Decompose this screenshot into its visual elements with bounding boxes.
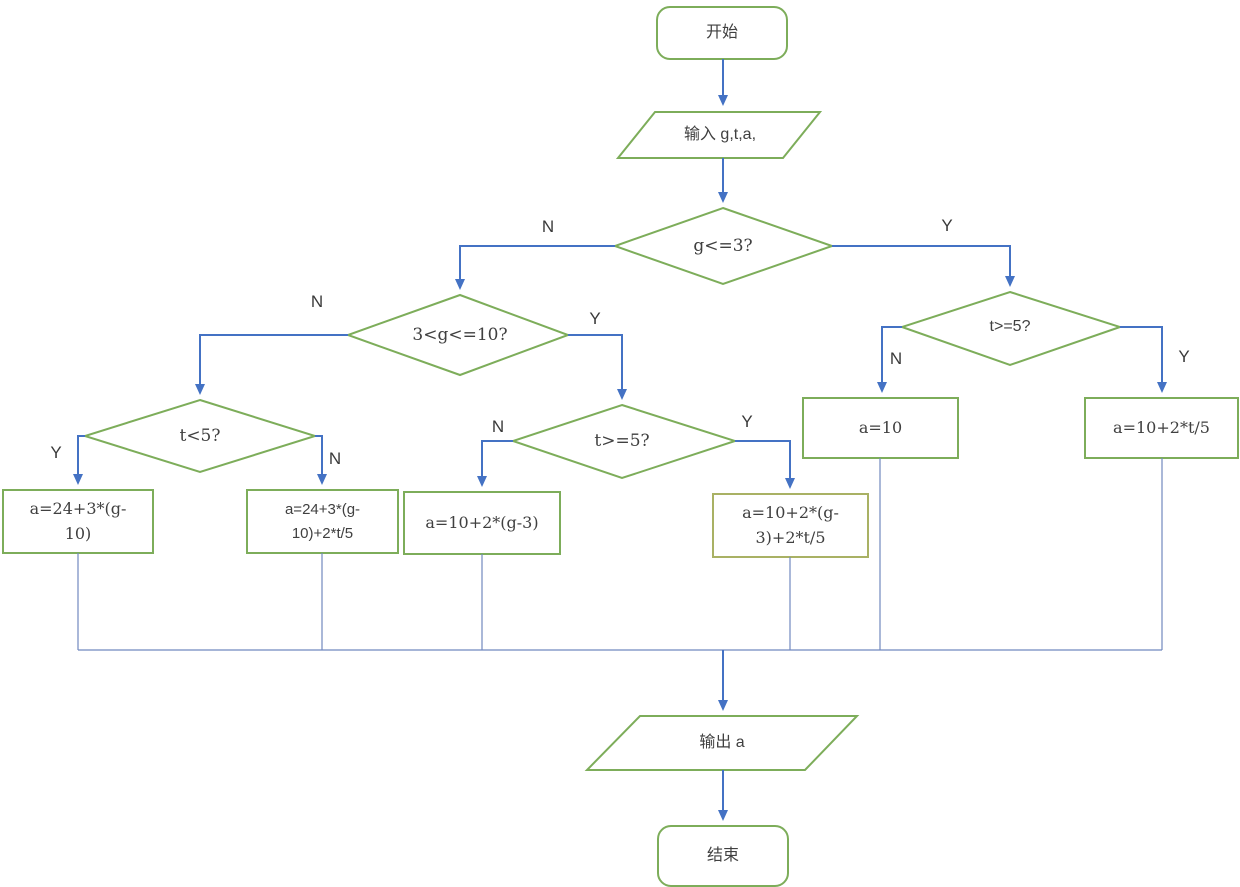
process-2-label: a=24+3*(g-10)+2*t/5 (284, 501, 361, 542)
branch-label-t-ge-5-mid-yes: Y (741, 411, 753, 431)
input-node-label: 输入 g,t,a, (683, 125, 757, 143)
edge-t-ge-5-right-no (877, 326, 902, 393)
edge-t-ge-5-right-yes (1120, 326, 1167, 393)
branch-label-g-le-10-no: N (310, 291, 324, 311)
decision-3-lt-g-le-10-label: 3<g<=10? (412, 324, 508, 345)
edge-t-ge-5-mid-yes (735, 440, 795, 489)
end-node-shape (657, 825, 789, 887)
branch-label-g-le-3-no: N (541, 216, 555, 236)
process-1-label: a=24+3*(g-10) (29, 498, 127, 543)
end-node-label: 结束 (706, 846, 739, 864)
process-4-box: a=10+2*(g-3)+2*t/5 (713, 494, 868, 557)
branch-label-g-le-3-yes: Y (941, 215, 953, 235)
decision-g-le-3-shape (611, 206, 836, 286)
process-3-shape (403, 491, 561, 555)
input-node-shape (615, 111, 823, 159)
edge-t-ge-5-mid-no (477, 440, 513, 487)
start-node-label: 开始 (705, 23, 738, 41)
branch-label-t-lt-5-no: N (328, 448, 342, 468)
decision-t-ge-5-right-shape (898, 290, 1124, 367)
branch-label-t-ge-5-mid-no: N (491, 416, 505, 436)
edge-g-le-10-no (195, 334, 348, 395)
output-node-label: 输出 a (699, 733, 745, 751)
edge-t-lt-5-yes (73, 435, 85, 485)
edge-g-le-10-yes (568, 334, 627, 400)
decision-3-lt-g-le-10-shape (345, 293, 571, 377)
process-2-box: a=24+3*(g-10)+2*t/5 (247, 490, 398, 553)
decision-t-ge-5-mid-label: t>=5? (594, 430, 650, 451)
decision-t-lt-5-shape (81, 398, 319, 474)
decision-g-le-3-label: g<=3? (693, 235, 753, 256)
branch-label-t-ge-5-right-no: N (889, 348, 903, 368)
branch-label-t-lt-5-yes: Y (50, 442, 62, 462)
output-node-shape (584, 715, 860, 771)
edge-g-le-3-no (455, 245, 615, 290)
process-1-shape (2, 489, 154, 554)
process-3-label: a=10+2*(g-3) (425, 512, 539, 532)
process-5-label: a=10 (858, 417, 903, 437)
branch-label-t-ge-5-right-yes: Y (1178, 346, 1190, 366)
process-1-box: a=24+3*(g-10) (3, 490, 153, 553)
decision-t-ge-5-mid-shape (509, 403, 739, 480)
decision-t-ge-5-right-label: t>=5? (989, 317, 1031, 335)
decision-t-lt-5-label: t<5? (179, 425, 221, 446)
edge-t-lt-5-no (315, 435, 327, 485)
process-6-shape (1084, 397, 1239, 459)
process-4-label: a=10+2*(g-3)+2*t/5 (742, 502, 839, 547)
process-6-label: a=10+2*t/5 (1113, 417, 1210, 437)
branch-label-g-le-10-yes: Y (589, 308, 601, 328)
edge-g-le-3-yes (832, 245, 1015, 287)
